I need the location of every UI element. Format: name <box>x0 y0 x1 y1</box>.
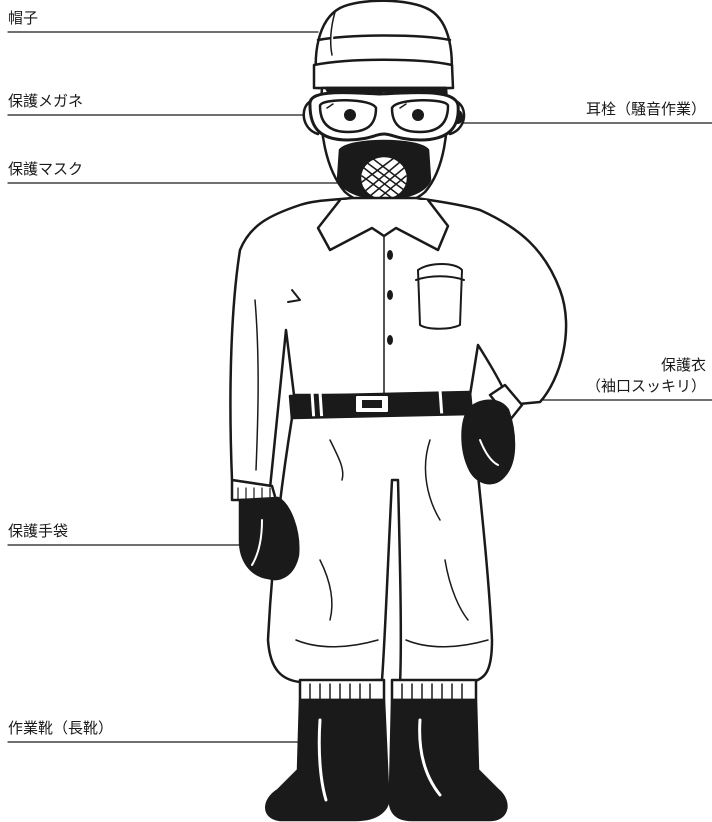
helmet <box>312 0 455 90</box>
label-clothing: 保護衣 <box>660 356 706 374</box>
label-earplugs: 耳栓（騒音作業） <box>585 100 706 118</box>
label-clothing-note: （袖口スッキリ） <box>585 377 706 395</box>
pants <box>266 412 494 686</box>
goggles <box>308 91 460 142</box>
label-goggles: 保護メガネ <box>8 92 84 110</box>
chest-pocket <box>417 263 463 330</box>
label-hat: 帽子 <box>8 9 39 27</box>
label-gloves: 保護手袋 <box>8 522 69 540</box>
leader-lines <box>7 31 712 743</box>
left-boot <box>265 678 390 822</box>
respirator-mask <box>336 139 432 202</box>
label-boots: 作業靴（長靴） <box>8 719 114 737</box>
shirt-buttons <box>387 250 393 345</box>
left-glove <box>238 496 300 581</box>
right-glove <box>461 399 516 485</box>
label-mask: 保護マスク <box>8 160 84 178</box>
right-boot <box>388 678 508 822</box>
